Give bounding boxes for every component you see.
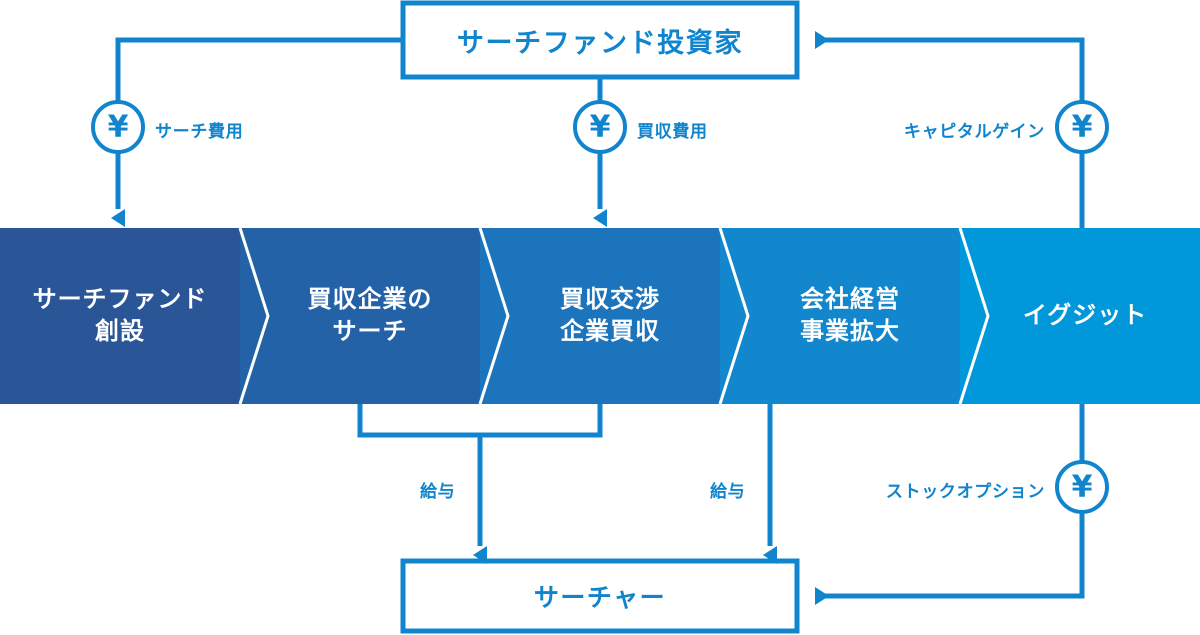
yen-circle-icon-stock-option: ¥: [1055, 460, 1109, 514]
svg-text:¥: ¥: [1072, 110, 1093, 145]
connector-capital-gain: [815, 31, 1085, 228]
yen-circle-icon-search-cost: ¥: [91, 100, 145, 154]
searcher-box: [400, 558, 800, 634]
process-band-4: [718, 227, 960, 405]
yen-circle-icon-acquisition-cost: ¥: [573, 100, 627, 154]
investor-box: [400, 0, 800, 80]
svg-text:¥: ¥: [1072, 470, 1093, 505]
svg-text:¥: ¥: [108, 110, 129, 145]
process-band-3: [478, 227, 720, 405]
process-band-1: [0, 228, 240, 404]
connector-search-cost: [111, 37, 403, 227]
process-band-5: [958, 227, 1200, 405]
svg-text:¥: ¥: [590, 110, 611, 145]
yen-circle-icon-capital-gain: ¥: [1055, 100, 1109, 154]
connector-salary-left: [357, 404, 603, 564]
process-band-2: [238, 227, 480, 405]
connector-stock-option: [815, 404, 1085, 605]
